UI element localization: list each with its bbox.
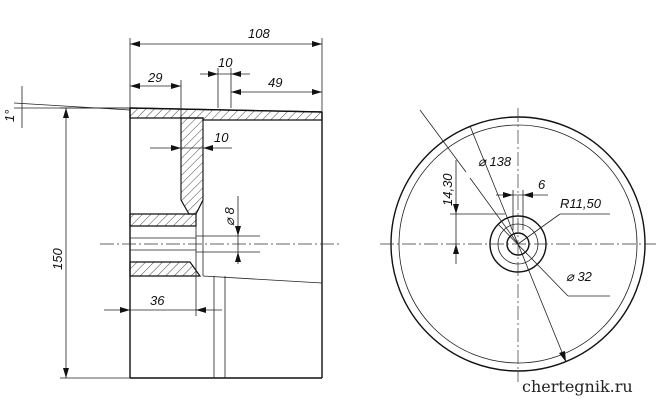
dim-150: 150 [50,248,65,270]
dim-radius: R11,50 [560,196,602,211]
dim-outer-diameter: ⌀ 138 [478,154,512,169]
dim-108: 108 [248,26,270,41]
dim-10-top: 10 [218,55,233,70]
dim-29: 29 [147,70,162,85]
watermark-text: chertegnik.ru [522,377,633,396]
dim-bore-diameter: ⌀ 8 [222,207,237,226]
dim-49: 49 [268,75,282,90]
dim-10-side: 10 [214,130,229,145]
dim-keyway: 6 [538,177,546,192]
dim-offset-vertical: 14,30 [440,173,455,206]
dim-hub-diameter: ⌀ 32 [566,269,593,284]
side-section-view: 108 29 10 49 1° 150 [2,26,340,379]
dim-angle: 1° [2,110,17,122]
front-view: 14,30 ⌀ 138 6 R11,50 ⌀ 32 [380,108,656,382]
top-wall-hatch [129,107,323,121]
hub-upper-hatch [129,213,197,227]
hub-lower-hatch [129,261,202,277]
center-rib-hatch [180,117,204,215]
dim-36: 36 [150,293,165,308]
